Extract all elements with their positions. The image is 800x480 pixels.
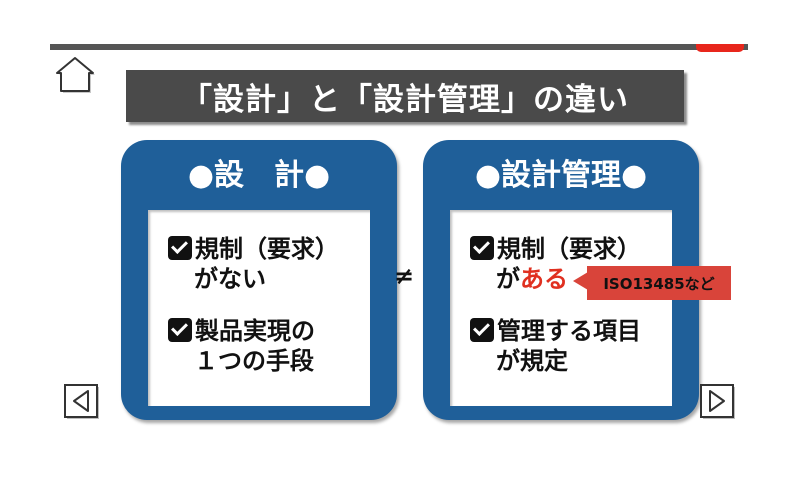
iso-callout-text: ISO13485など — [603, 274, 715, 293]
design-control-panel-body: 規制（要求） がある 管理する項目 が規定 — [450, 210, 672, 406]
design-item-regulation: 規制（要求） がない — [168, 234, 339, 294]
design-item-realization-line1: 製品実現の — [195, 317, 315, 345]
design-panel-heading: ●設 計● — [187, 158, 331, 193]
control-item-managed-line1: 管理する項目 — [497, 317, 641, 345]
not-equal-sign: ≠ — [394, 262, 415, 290]
checkbox-checked-icon — [470, 236, 494, 260]
prev-slide-button[interactable] — [64, 384, 100, 420]
checkbox-checked-icon — [470, 318, 494, 342]
arrow-right-icon — [700, 384, 735, 419]
design-item-realization: 製品実現の １つの手段 — [168, 316, 315, 376]
control-item-regulation: 規制（要求） がある — [470, 234, 641, 294]
next-slide-button[interactable] — [700, 384, 736, 420]
iso-callout: ISO13485など — [587, 266, 731, 300]
control-item-managed-line2: が規定 — [496, 347, 568, 375]
control-item-managed: 管理する項目 が規定 — [470, 316, 641, 376]
design-item-regulation-line2: がない — [194, 265, 266, 293]
design-panel: ●設 計● 規制（要求） がない 製品実現の １つの手段 — [121, 140, 397, 420]
design-item-regulation-line1: 規制（要求） — [195, 235, 339, 263]
home-button[interactable] — [55, 55, 95, 93]
control-item-regulation-emphasis: ある — [520, 265, 568, 293]
callout-pointer — [573, 272, 588, 290]
top-divider-bar — [50, 44, 748, 50]
checkbox-checked-icon — [168, 236, 192, 260]
title-banner: 「設計」と「設計管理」の違い — [126, 70, 684, 122]
checkbox-checked-icon — [168, 318, 192, 342]
slide-title: 「設計」と「設計管理」の違い — [181, 81, 629, 118]
design-control-panel-heading: ●設計管理● — [474, 158, 648, 193]
arrow-left-icon — [64, 384, 99, 419]
control-item-regulation-line1: 規制（要求） — [497, 235, 641, 263]
control-item-regulation-prefix: が — [496, 265, 520, 293]
top-accent-tab — [696, 44, 744, 52]
design-panel-body: 規制（要求） がない 製品実現の １つの手段 — [148, 210, 370, 406]
design-item-realization-line2: １つの手段 — [194, 347, 314, 375]
home-icon — [56, 57, 95, 93]
